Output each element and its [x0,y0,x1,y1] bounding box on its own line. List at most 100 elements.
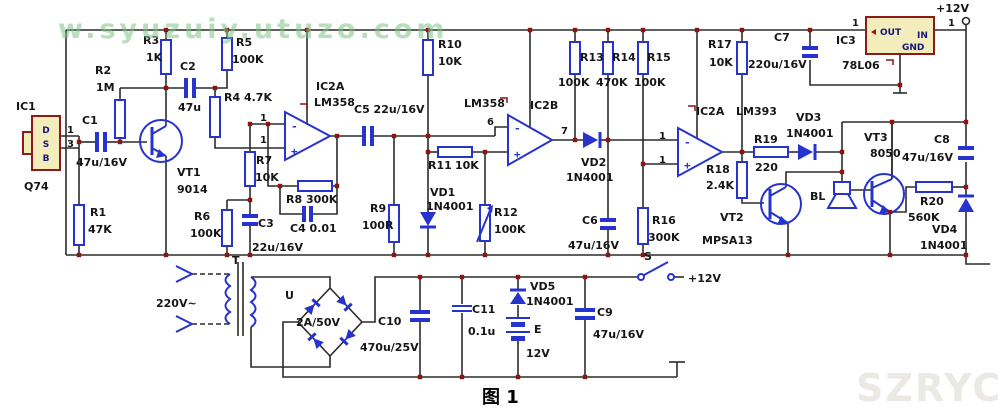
r13-val: 100K [558,76,590,89]
e-ref: E [534,323,542,336]
vd2-ref: VD2 [581,156,606,169]
r18-ref: R18 [706,163,730,176]
sensor-ic1 [22,115,61,171]
c1-val: 47u/16V [76,156,127,169]
potentiometer-r12 [476,204,493,243]
e-val: 12V [526,347,550,360]
u-val: 2A/50V [296,316,340,329]
vt1-ref: VT1 [177,166,201,179]
r17-val: 10K [709,56,733,69]
junction-dots [76,27,969,380]
r1-ref: R1 [90,206,106,219]
resistor-r16 [637,207,649,245]
r1-val: 47K [88,223,112,236]
resistor-r17 [736,41,748,75]
c7-ref: C7 [774,31,790,44]
capacitor-c3 [242,214,258,226]
vd5-ref: VD5 [530,280,555,293]
c3-ref: C3 [258,217,274,230]
resistor-r2 [114,99,126,139]
opamp1-pin-bot: 1 [260,135,267,146]
ic3-gnd: GND [902,43,924,53]
transistor-vt2 [760,183,802,225]
c8-val: 47u/16V [902,151,953,164]
vd3-ref: VD3 [796,111,821,124]
r5-val: 100K [232,53,264,66]
r7-val: 10K [255,171,279,184]
r8-label: R8 300K [286,193,338,206]
resistor-r14 [602,41,614,75]
resistor-r18 [736,161,748,199]
r7-ref: R7 [256,154,272,167]
opamp-ic2b-lm358 [507,113,555,167]
capacitor-c7 [802,46,818,58]
opamp1-minus: - [291,120,298,133]
diode-vd3 [798,144,817,160]
vcc-switch-label: +12V [688,272,722,285]
opamp3-ref: IC2A [696,105,725,118]
ic1-pin-s: S [43,140,49,150]
resistor-r1 [73,204,85,246]
comparator-ic2a-lm393 [677,126,725,178]
capacitor-c2 [184,78,196,98]
pin-marks [300,59,894,111]
r18-val: 2.4K [706,179,734,192]
opamp2-pin-out: 7 [561,126,568,137]
opamp2-plus: + [514,148,521,161]
vt2-ref: VT2 [720,211,744,224]
vt3-ref: VT3 [864,131,888,144]
r20-ref: R20 [920,195,944,208]
ic3-model: 78L06 [842,59,880,72]
opamp-ic2a-lm358 [284,110,333,162]
capacitor-c8 [958,146,974,160]
ic3-in: IN [917,31,928,41]
labels: IC1 D S B Q74 1 3 R1 47K C1 47u/16V R2 1… [16,2,970,408]
r11-ref: R11 [428,159,452,172]
opamp2-pin-in: 6 [487,117,494,128]
diode-vd2 [583,132,602,148]
vd4-ref: VD4 [932,223,958,236]
capacitor-c4 [302,206,313,222]
watermark-corner: SZRYC [856,366,1002,410]
r2-val: 1M [96,81,115,94]
ic1-pin3: 3 [67,139,74,150]
c4-label: C4 0.01 [290,222,337,235]
r4-label: R4 4.7K [224,91,272,104]
r15-ref: R15 [647,51,671,64]
transistor-vt3 [863,173,905,215]
c10-ref: C10 [378,315,402,328]
r14-ref: R14 [612,51,636,64]
resistor-r7 [244,151,256,187]
mains-input-terminals [175,265,195,333]
r16-ref: R16 [652,214,676,227]
t-ref: T [232,254,240,267]
r6-ref: R6 [194,210,210,223]
opamp2-model: LM358 [464,97,505,110]
c2-ref: C2 [180,60,196,73]
switch-s [637,261,675,281]
bridge-rectifier-u [296,286,364,358]
ic1-pin-b: B [43,154,50,164]
r3-ref: R3 [143,34,159,47]
mains-label: 220V~ [156,297,197,310]
vd4-val: 1N4001 [920,239,967,252]
ic1-model: Q74 [24,180,49,193]
r17-ref: R17 [708,38,732,51]
r9-val: 100R [362,219,394,232]
r12-val: 100K [494,223,526,236]
ic1-ref: IC1 [16,100,36,113]
opamp3-pin-top: 1 [659,131,666,142]
r19-val: 220 [755,161,778,174]
r6-val: 100K [190,227,222,240]
speaker-bl [826,181,858,209]
c2-val: 47u [178,101,201,114]
c6-ref: C6 [582,214,598,227]
r11-val: 10K [455,159,479,172]
s-ref: S [644,250,652,263]
bl-ref: BL [810,190,825,203]
vd1-ref: VD1 [430,186,455,199]
c11-val: 0.1u [468,325,495,338]
battery-e [506,317,530,341]
vd3-val: 1N4001 [786,127,833,140]
c6-val: 47u/16V [568,239,619,252]
